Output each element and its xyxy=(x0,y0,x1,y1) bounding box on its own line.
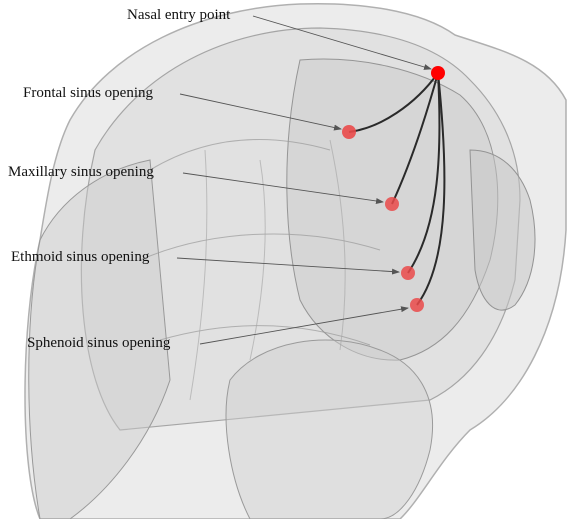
frontal-sinus-marker[interactable] xyxy=(342,125,356,139)
label-maxillary-sinus-opening: Maxillary sinus opening xyxy=(8,165,154,180)
label-ethmoid-sinus-opening: Ethmoid sinus opening xyxy=(11,250,149,265)
nasal-entry-point-marker[interactable] xyxy=(431,66,445,80)
label-nasal-entry-point: Nasal entry point xyxy=(127,8,230,23)
maxillary-sinus-marker[interactable] xyxy=(385,197,399,211)
ethmoid-sinus-marker[interactable] xyxy=(401,266,415,280)
label-frontal-sinus-opening: Frontal sinus opening xyxy=(23,86,153,101)
jaw-structure xyxy=(226,340,432,519)
label-sphenoid-sinus-opening: Sphenoid sinus opening xyxy=(27,336,170,351)
sphenoid-sinus-marker[interactable] xyxy=(410,298,424,312)
